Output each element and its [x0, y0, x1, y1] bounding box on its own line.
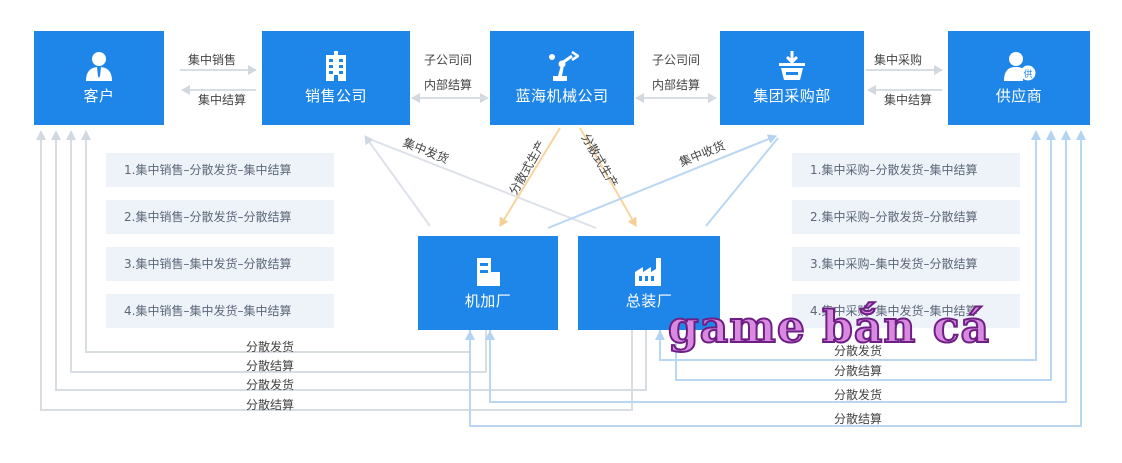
label-central-sales: 集中销售	[188, 53, 237, 67]
node-customer: 客户	[34, 31, 164, 125]
bottom-right-label-3: 分散发货	[834, 388, 883, 402]
node-machining-plant: 机加厂	[418, 236, 558, 330]
arrow-central-receipt-b	[705, 137, 779, 227]
node-supplier: 供 供应商	[948, 31, 1090, 125]
building-icon	[326, 51, 346, 81]
label-sub-internal-right-1: 子公司间	[652, 53, 701, 67]
bottom-left-label-1: 分散发货	[246, 340, 295, 354]
node-purchase-dept: 集团采购部	[720, 31, 864, 125]
node-label-sales-company: 销售公司	[304, 87, 367, 105]
sales-mode-3: 3.集中销售–集中发货–分散结算	[106, 247, 334, 281]
plant-building-icon	[477, 258, 500, 286]
path-right-2	[675, 136, 1052, 381]
label-sub-internal-right-2: 内部结算	[652, 78, 701, 92]
person-icon	[86, 52, 112, 81]
node-label-assembly-plant: 总装厂	[625, 292, 673, 310]
basket-icon	[779, 51, 805, 80]
sales-mode-2: 2.集中销售–分散发货–分散结算	[106, 200, 334, 234]
sales-mode-1: 1.集中销售–分散发货–集中结算	[106, 153, 334, 187]
label-sub-internal-left-1: 子公司间	[424, 53, 473, 67]
path-right-4	[469, 136, 1082, 427]
label-central-purchase: 集中采购	[874, 53, 923, 67]
path-left-3	[55, 136, 647, 391]
supplier-person-icon: 供	[1004, 52, 1036, 81]
purchase-mode-1: 1.集中采购–分散发货–集中结算	[792, 153, 1020, 187]
label-central-settle-right: 集中结算	[884, 93, 933, 107]
path-right-3	[489, 136, 1067, 403]
bottom-right-label-4: 分散结算	[834, 412, 883, 426]
node-sales-company: 销售公司	[262, 31, 410, 125]
watermark-text: game bắn cá	[667, 301, 991, 354]
node-lanhai-company: 蓝海机械公司	[490, 31, 634, 125]
robot-arm-icon	[549, 51, 579, 81]
bottom-left-label-3: 分散发货	[246, 378, 295, 392]
sales-mode-4: 4.集中销售–集中发货–集中结算	[106, 294, 334, 328]
node-label-machining-plant: 机加厂	[464, 292, 512, 310]
bottom-right-label-2: 分散结算	[834, 364, 883, 378]
node-label-customer: 客户	[83, 87, 115, 105]
path-left-4	[40, 136, 633, 411]
node-assembly-plant: 总装厂	[578, 236, 720, 330]
purchase-mode-3: 3.集中采购–集中发货–分散结算	[792, 247, 1020, 281]
label-central-settle-left: 集中结算	[198, 93, 247, 107]
arrow-central-delivery-a	[364, 135, 431, 227]
node-label-lanhai: 蓝海机械公司	[515, 87, 609, 105]
purchase-mode-2: 2.集中采购–分散发货–分散结算	[792, 200, 1020, 234]
label-sub-internal-left-2: 内部结算	[424, 78, 473, 92]
bottom-left-label-2: 分散结算	[246, 359, 295, 373]
path-right-1	[659, 136, 1037, 361]
arrow-dist-prod-1	[499, 127, 561, 227]
factory-icon	[635, 258, 661, 286]
path-left-2	[70, 136, 487, 373]
purchase-mode-4: 4.集中采购–集中发货–集中结算	[792, 294, 1020, 328]
node-label-purchase-dept: 集团采购部	[753, 87, 831, 105]
bottom-left-label-4: 分散结算	[246, 398, 295, 412]
arrow-central-receipt-a	[547, 134, 777, 229]
node-label-supplier: 供应商	[995, 87, 1043, 105]
arrow-dist-prod-2	[579, 127, 637, 227]
supplier-glyph: 供	[1023, 68, 1032, 80]
bottom-right-label-1: 分散发货	[834, 344, 883, 358]
arrow-central-delivery-b	[371, 139, 597, 229]
